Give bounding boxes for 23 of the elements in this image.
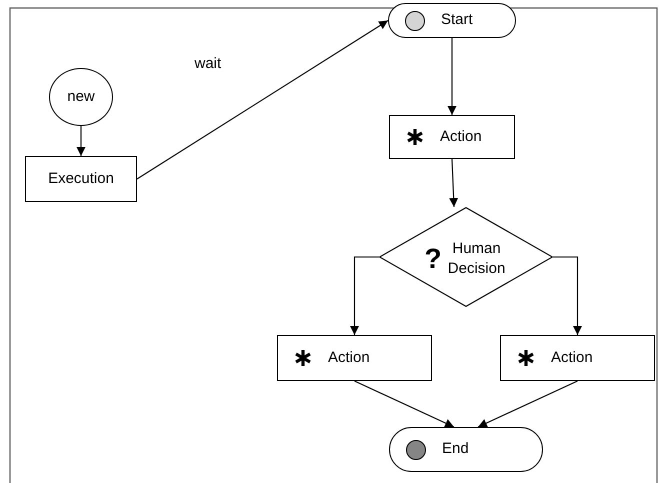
node-label: End bbox=[442, 439, 469, 460]
arrow bbox=[448, 38, 456, 115]
arrow bbox=[76, 126, 86, 156]
node-label: Start bbox=[441, 10, 473, 30]
node-label: Action bbox=[328, 348, 370, 368]
arrow bbox=[136, 20, 388, 180]
arrow bbox=[553, 256, 582, 335]
arrow bbox=[449, 158, 458, 208]
node-label: Human Decision bbox=[446, 239, 506, 279]
process-box bbox=[25, 156, 137, 202]
node-label: Action bbox=[551, 348, 593, 368]
terminal-pill bbox=[389, 427, 543, 472]
question-mark: ? bbox=[424, 245, 442, 273]
node-label: Action bbox=[440, 126, 482, 147]
node-label: new bbox=[67, 86, 95, 107]
process-box bbox=[277, 335, 432, 381]
arrow bbox=[354, 380, 454, 428]
process-box bbox=[500, 335, 655, 381]
process-box bbox=[389, 115, 515, 159]
arrow bbox=[350, 256, 379, 335]
terminal-pill bbox=[388, 3, 516, 38]
arrow bbox=[478, 380, 578, 428]
node-label: Execution bbox=[48, 168, 114, 189]
